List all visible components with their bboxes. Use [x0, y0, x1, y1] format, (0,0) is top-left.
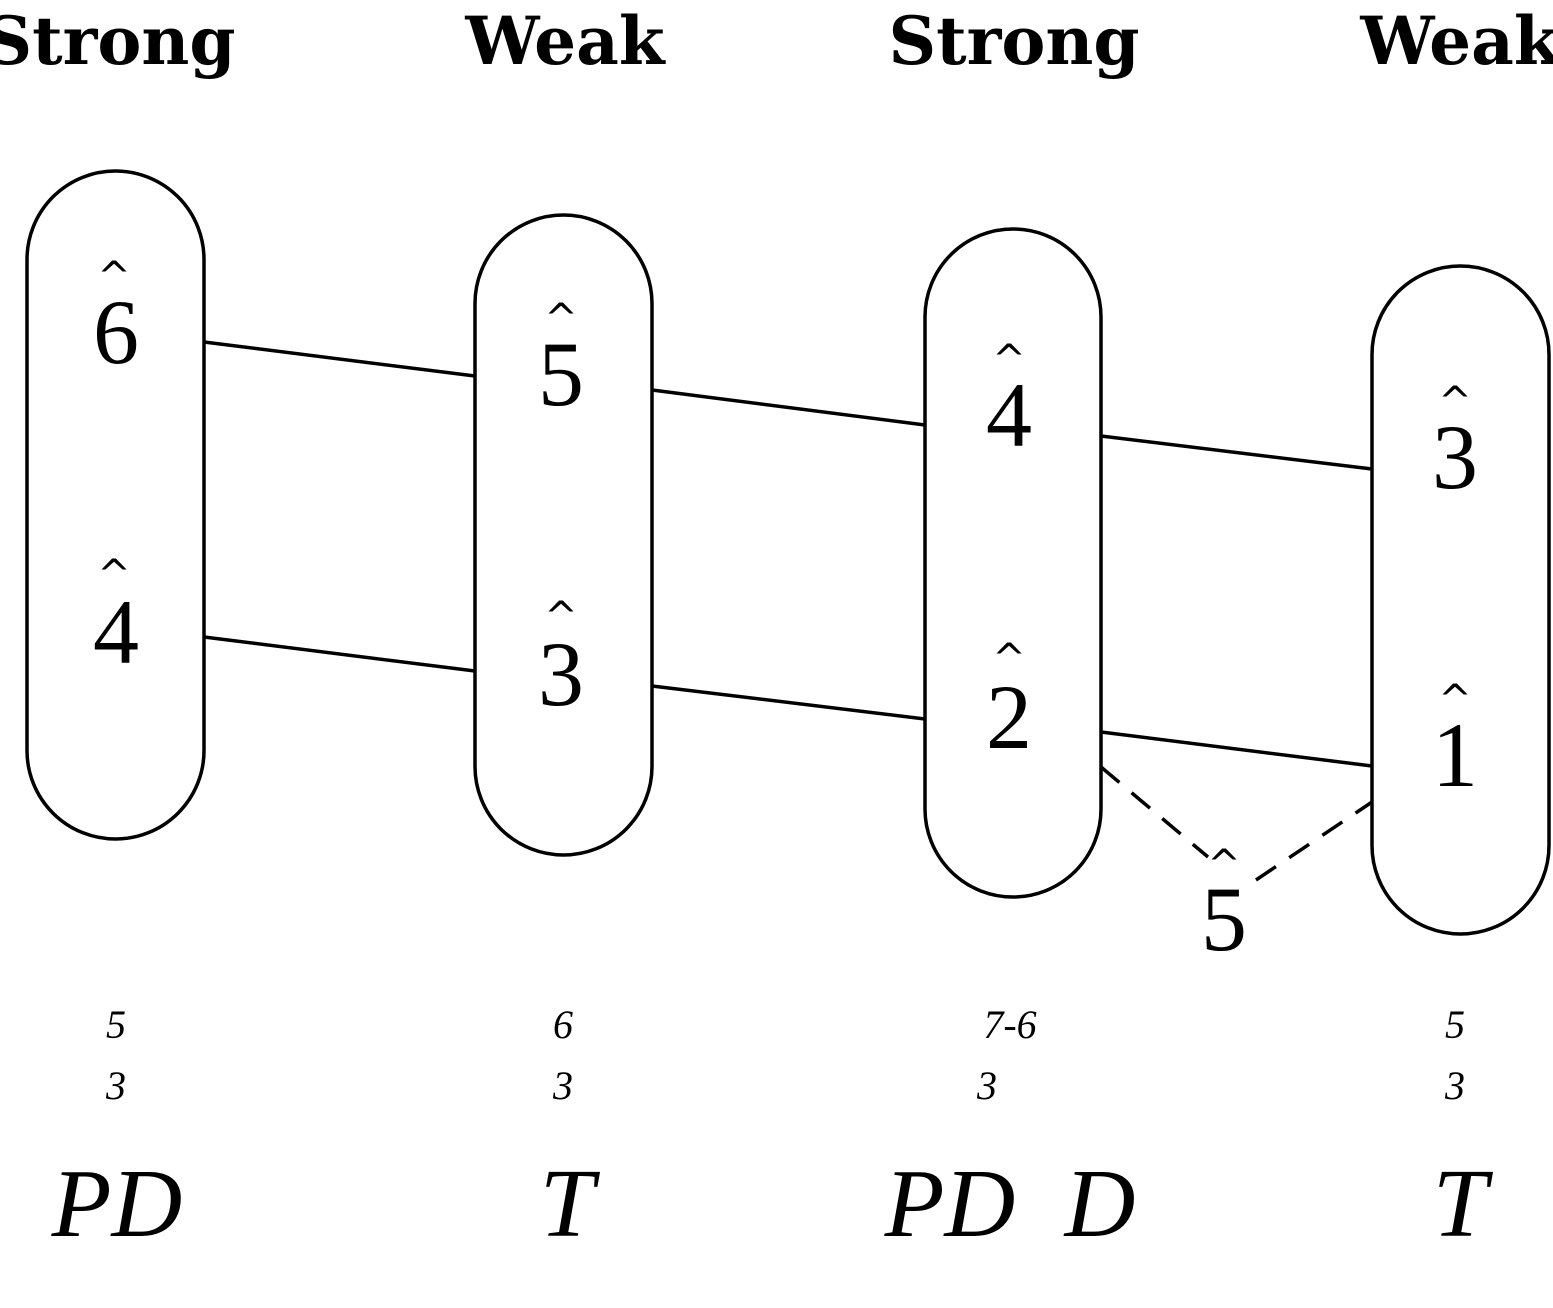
- caret-icon: ^: [97, 552, 131, 598]
- scale-degree-3-lower: 2: [986, 666, 1032, 768]
- function-label-1: PD: [51, 1150, 183, 1258]
- figure-3-upper: 7-6: [983, 1002, 1036, 1047]
- function-label-3b: D: [1063, 1150, 1136, 1258]
- figure-3-lower: 3: [976, 1063, 997, 1108]
- scale-degree-4-upper: 3: [1432, 406, 1478, 508]
- scale-degree-3-upper: 4: [986, 364, 1032, 466]
- passing-line-right: [1255, 800, 1373, 882]
- caret-icon: ^: [992, 337, 1026, 383]
- scale-degree-1-lower: 4: [93, 581, 139, 683]
- figure-1-upper: 5: [106, 1002, 126, 1047]
- voice-line-lower-1: [203, 635, 476, 673]
- voice-line-upper-3: [1100, 434, 1373, 471]
- caret-icon: ^: [1438, 379, 1472, 425]
- voice-line-upper-1: [203, 340, 476, 378]
- chord-capsule-4: [1370, 264, 1551, 936]
- figure-4-lower: 3: [1444, 1063, 1465, 1108]
- caret-icon: ^: [1438, 677, 1472, 723]
- chord-capsule-3: [923, 227, 1103, 899]
- beat-label-4: Weak: [1359, 2, 1553, 80]
- scale-degree-1-upper: 6: [93, 281, 139, 383]
- voice-line-upper-2: [651, 388, 926, 427]
- function-label-4: T: [1433, 1150, 1494, 1258]
- passing-scale-degree: 5: [1201, 868, 1247, 970]
- function-label-2: T: [540, 1150, 601, 1258]
- figure-4-upper: 5: [1445, 1002, 1465, 1047]
- scale-degree-2-upper: 5: [538, 323, 584, 425]
- figure-2-lower: 3: [552, 1063, 573, 1108]
- beat-label-1: Strong: [0, 2, 236, 80]
- chord-capsule-1: [25, 169, 206, 841]
- scale-degree-4-lower: 1: [1432, 704, 1478, 806]
- caret-icon: ^: [97, 254, 131, 300]
- chord-capsule-2: [473, 213, 654, 857]
- voice-line-lower-3: [1100, 730, 1373, 768]
- caret-icon: ^: [544, 594, 578, 640]
- voice-line-lower-2: [651, 684, 926, 721]
- passing-line-left: [1099, 765, 1210, 859]
- scale-degree-2-lower: 3: [538, 623, 584, 725]
- beat-label-3: Strong: [888, 2, 1139, 80]
- caret-icon: ^: [992, 636, 1026, 682]
- caret-icon: ^: [544, 296, 578, 342]
- figure-2-upper: 6: [553, 1002, 573, 1047]
- function-label-3a: PD: [884, 1150, 1016, 1258]
- caret-icon: ^: [1207, 842, 1241, 888]
- figure-1-lower: 3: [105, 1063, 126, 1108]
- beat-label-2: Weak: [464, 2, 665, 80]
